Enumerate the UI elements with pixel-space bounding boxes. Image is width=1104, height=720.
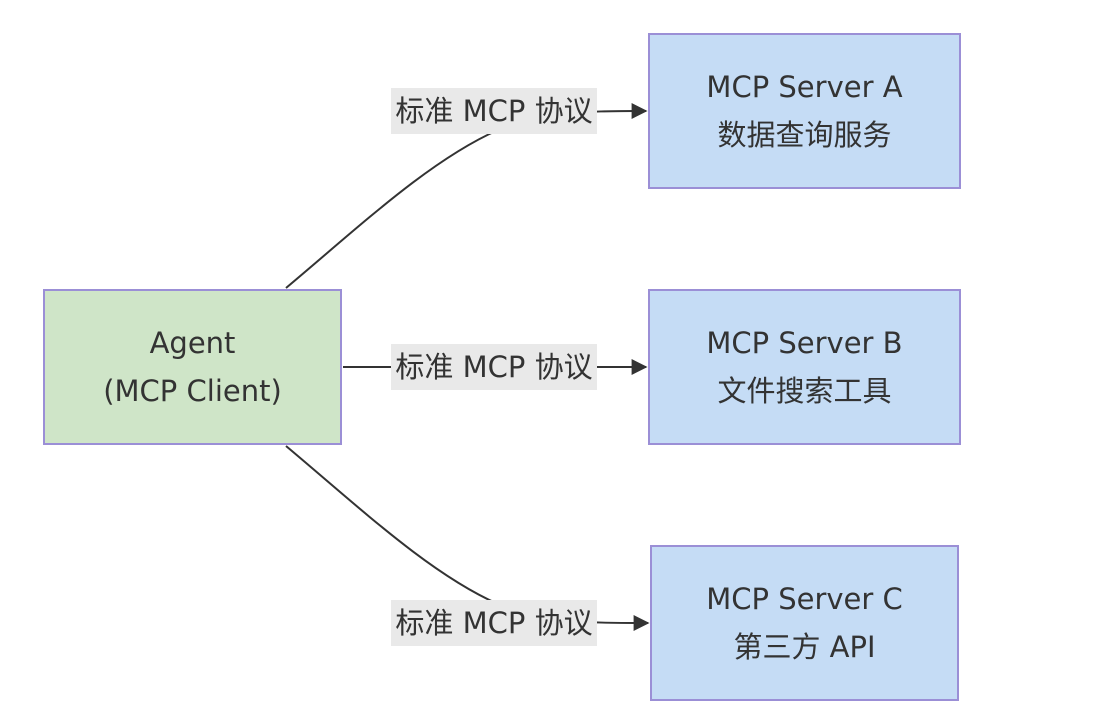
server-c-subtitle: 第三方 API — [733, 630, 876, 664]
server-c-title: MCP Server C — [706, 582, 903, 616]
edge-agent-to-server-a — [285, 103, 648, 289]
edge-label-to-server-c: 标准 MCP 协议 — [391, 600, 597, 646]
server-a-subtitle: 数据查询服务 — [717, 118, 892, 152]
server-b-title: MCP Server B — [706, 326, 903, 360]
server-a-node: MCP Server A 数据查询服务 — [648, 33, 961, 189]
server-b-node: MCP Server B 文件搜索工具 — [648, 289, 961, 445]
edge-agent-to-server-c — [285, 445, 650, 631]
agent-node: Agent (MCP Client) — [43, 289, 342, 445]
server-b-subtitle: 文件搜索工具 — [717, 374, 892, 408]
server-c-node: MCP Server C 第三方 API — [650, 545, 959, 701]
agent-node-title: Agent — [149, 326, 236, 360]
edge-label-to-server-b: 标准 MCP 协议 — [391, 344, 597, 390]
agent-node-subtitle: (MCP Client) — [103, 374, 282, 408]
edge-label-to-server-a: 标准 MCP 协议 — [391, 88, 597, 134]
server-a-title: MCP Server A — [706, 70, 903, 104]
